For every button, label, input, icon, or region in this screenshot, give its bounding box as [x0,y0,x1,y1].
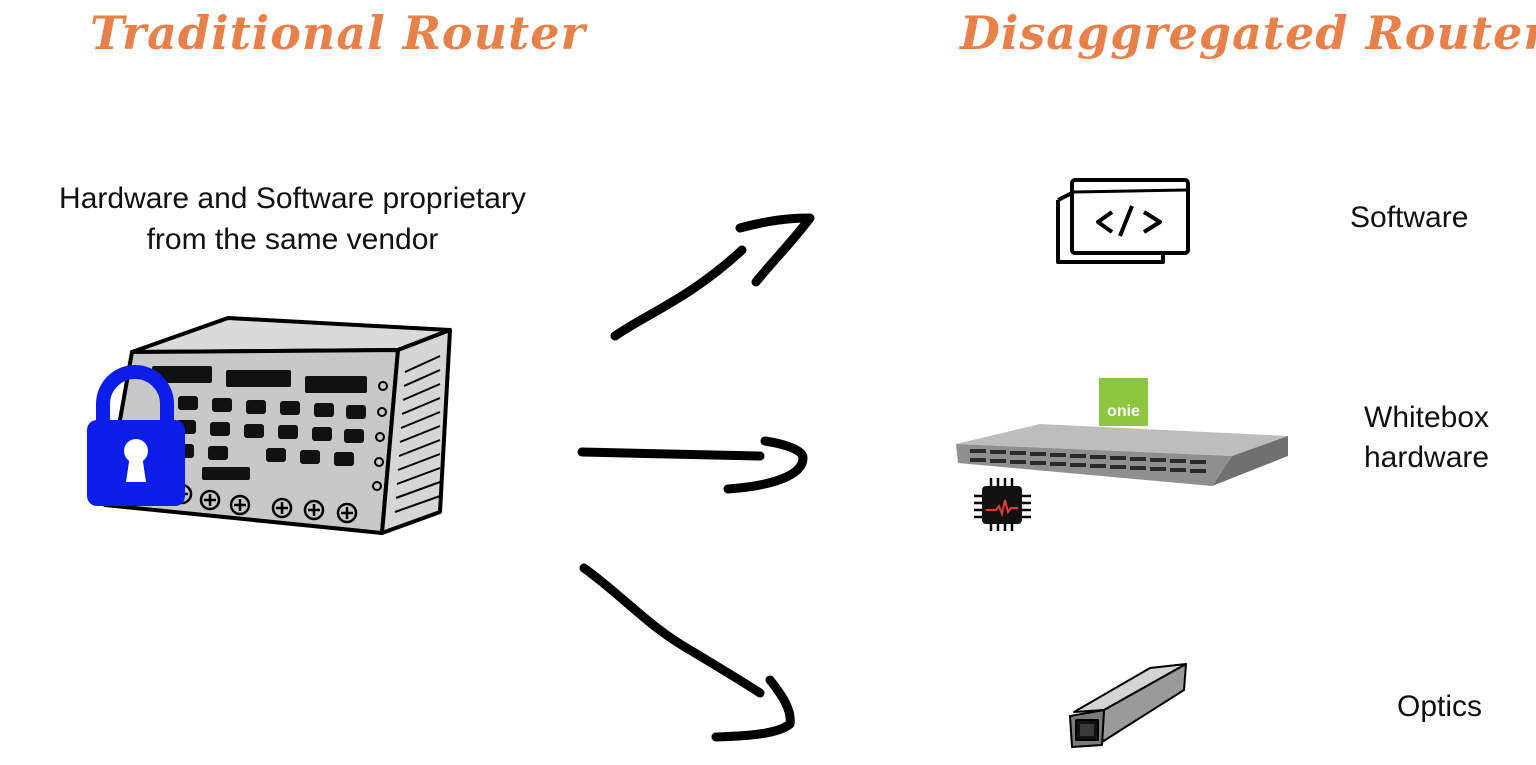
chip-icon [974,478,1031,531]
traditional-router-title: Traditional Router [90,6,586,60]
whitebox-label-line-2: hardware [1364,441,1490,474]
onie-badge: onie [1099,378,1148,426]
software-label: Software [1350,201,1469,234]
arrow-to-optics [579,563,795,742]
network-switch-icon [956,424,1288,486]
onie-badge-text: onie [1107,403,1140,420]
description-line-2: from the same vendor [146,223,439,256]
whitebox-hardware-label: Whitebox hardware [1364,398,1524,478]
arrow-to-software [610,213,815,341]
lock-icon [87,365,185,506]
description-line-1: Hardware and Software proprietary [59,182,526,215]
disaggregated-router-title: Disaggregated Router [960,6,1536,60]
optics-label: Optics [1397,690,1483,723]
whitebox-label-line-1: Whitebox [1364,401,1490,434]
code-window-icon [1056,178,1190,264]
traditional-description: Hardware and Software proprietary from t… [0,178,585,260]
router-chassis-icon [103,316,452,535]
arrow-to-hardware [577,436,808,494]
optical-transceiver-icon [1069,663,1187,748]
